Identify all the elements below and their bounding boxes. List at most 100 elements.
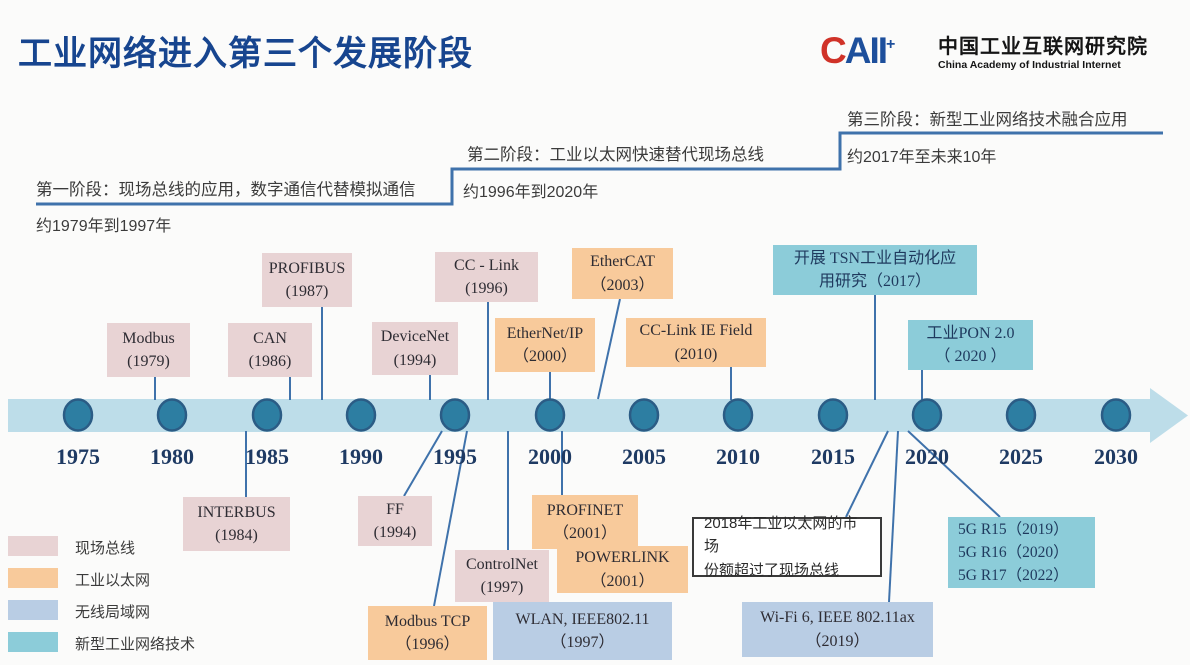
event-tsn-line1: 开展 TSN工业自动化应 — [793, 249, 957, 267]
logo-name-en: China Academy of Industrial Internet — [938, 59, 1121, 71]
event-ethercat-name: EtherCAT — [590, 253, 655, 271]
event-pon-year: （ 2020 ） — [934, 348, 1007, 365]
event-5g: 5G R15（2019）5G R16（2020）5G R17（2022） — [948, 517, 1095, 588]
event-5g-r15: 5G R15（2019） — [958, 520, 1069, 538]
event-powerlink: POWERLINK （2001） — [557, 546, 688, 593]
event-modbus-name: Modbus — [122, 329, 175, 347]
event-cclink-year: (1996) — [465, 280, 508, 297]
event-wlan-year: （1997） — [550, 634, 615, 651]
stage-stair-line — [36, 131, 1163, 206]
event-modbus-tcp: Modbus TCP（1996） — [368, 606, 487, 660]
year-1990: 1990 — [339, 444, 383, 469]
market-note-line2: 份额超过了现场总线 — [704, 561, 840, 579]
logo-name-cn: 中国工业互联网研究院 — [938, 36, 1148, 58]
year-2000: 2000 — [528, 444, 572, 469]
logo-letter-c: C — [820, 30, 847, 71]
event-interbus-year: (1984) — [215, 527, 258, 544]
event-devicenet-year: (1994) — [393, 351, 437, 369]
event-can-name: CAN — [253, 329, 287, 347]
event-devicenet: DeviceNet (1994) — [372, 322, 458, 375]
timeline-dot-2000 — [534, 398, 566, 432]
timeline-dot-2030 — [1100, 398, 1132, 432]
stage1-label: 第一阶段：现场总线的应用，数字通信代替模拟通信 — [36, 181, 416, 199]
timeline-dot-1990 — [345, 398, 377, 432]
event-controlnet-year: (1997) — [480, 579, 524, 596]
page-title: 工业网络进入第三个发展阶段 — [18, 35, 473, 73]
event-tsn: 开展 TSN工业自动化应用研究（2017） — [773, 245, 977, 295]
event-ethercat-year: （2003） — [590, 276, 655, 294]
event-interbus-name: INTERBUS — [197, 503, 276, 521]
event-profibus: PROFIBUS (1987) — [262, 253, 352, 307]
connector-5g — [907, 430, 1001, 518]
timeline-band — [8, 399, 1152, 432]
connector-ethercat — [597, 298, 621, 400]
timeline-dot-1995 — [439, 398, 471, 432]
event-wlan: WLAN, IEEE802.11 （1997） — [493, 602, 672, 660]
event-cclink: CC - Link (1996) — [435, 252, 538, 302]
timeline-dot-2025 — [1005, 398, 1037, 432]
caii-logo-mark: CAII+ — [820, 32, 895, 69]
legend-swatch-ethernet — [8, 568, 58, 588]
event-controlnet: ControlNet (1997) — [455, 550, 549, 602]
event-devicenet-name: DeviceNet — [380, 328, 450, 346]
year-2015: 2015 — [811, 444, 855, 469]
timeline-dot-2015 — [817, 398, 849, 432]
timeline-dot-1980 — [156, 398, 188, 432]
legend-label-new-tech: 新型工业网络技术 — [75, 636, 196, 653]
event-ff-year: (1994) — [373, 524, 417, 541]
event-wifi6-year: （2019） — [805, 632, 870, 650]
year-2020: 2020 — [905, 444, 949, 469]
event-modbus-tcp-name: Modbus TCP — [384, 612, 471, 630]
event-wifi6: Wi-Fi 6, IEEE 802.11ax（2019） — [742, 602, 933, 657]
legend-label-wlan: 无线局域网 — [75, 604, 151, 621]
year-2005: 2005 — [622, 444, 666, 469]
year-1985: 1985 — [245, 444, 289, 469]
connector-ff — [403, 430, 443, 497]
caii-logo: CAII+ 中国工业互联网研究院 China Academy of Indust… — [820, 30, 1170, 76]
stage1-period: 约1979年到1997年 — [36, 218, 172, 235]
event-profinet-year: （2001） — [552, 525, 617, 542]
event-ff: FF (1994) — [358, 496, 432, 546]
event-ethernetip: EtherNet/IP（2000） — [495, 318, 595, 372]
event-cclink-ie-field-year: (2010) — [674, 345, 718, 363]
stage2-period: 约1996年到2020年 — [463, 184, 599, 201]
event-pon: 工业PON 2.0（ 2020 ） — [908, 320, 1033, 370]
event-5g-r17: 5G R17（2022） — [958, 567, 1069, 585]
timeline-arrowhead — [1150, 388, 1188, 443]
logo-letters-aii: AII — [844, 30, 888, 71]
event-cclink-name: CC - Link — [454, 256, 519, 274]
event-profibus-year: (1987) — [285, 283, 329, 300]
market-note: 2018年工业以太网的市场份额超过了现场总线 — [692, 515, 882, 579]
event-can-year: (1986) — [248, 353, 292, 370]
legend-swatch-new-tech — [8, 632, 58, 652]
legend-label-fieldbus: 现场总线 — [75, 540, 136, 557]
event-powerlink-name: POWERLINK — [575, 549, 670, 567]
year-1975: 1975 — [56, 444, 100, 469]
timeline-dot-1985 — [251, 398, 283, 432]
event-modbus: Modbus(1979) — [107, 323, 190, 377]
stage3-period: 约2017年至未来10年 — [847, 149, 997, 166]
legend-label-ethernet: 工业以太网 — [75, 572, 151, 589]
event-controlnet-name: ControlNet — [466, 555, 538, 573]
stage3-label: 第三阶段：新型工业网络技术融合应用 — [847, 111, 1128, 129]
event-cclink-ie-field-name: CC-Link IE Field — [639, 322, 753, 340]
timeline-dot-1975 — [62, 398, 94, 432]
event-wlan-name: WLAN, IEEE802.11 — [515, 610, 650, 628]
event-cclink-ie-field: CC-Link IE Field (2010) — [626, 318, 766, 367]
year-2025: 2025 — [999, 444, 1043, 469]
event-can: CAN (1986) — [228, 323, 312, 377]
event-profibus-name: PROFIBUS — [268, 259, 346, 277]
connector-market-note — [845, 430, 889, 518]
legend-swatch-wlan — [8, 600, 58, 620]
event-ff-name: FF — [386, 500, 404, 518]
timeline-dot-2020 — [911, 398, 943, 432]
stage2-label: 第二阶段：工业以太网快速替代现场总线 — [467, 146, 764, 164]
event-interbus: INTERBUS (1984) — [183, 497, 290, 551]
event-powerlink-year: （2001） — [590, 572, 655, 590]
timeline-dot-2010 — [722, 398, 754, 432]
connector-wifi6 — [888, 430, 899, 603]
year-1980: 1980 — [150, 444, 194, 469]
event-ethernetip-name: EtherNet/IP — [506, 324, 584, 342]
